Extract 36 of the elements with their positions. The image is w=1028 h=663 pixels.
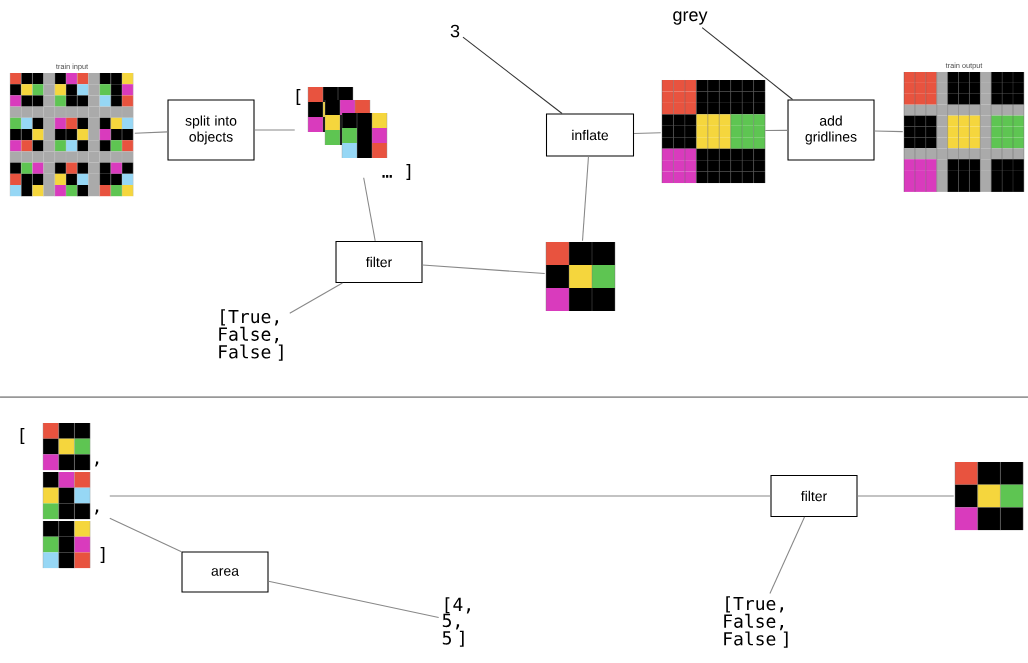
list-text: [True, False, False ] — [219, 309, 283, 361]
connector-line — [109, 517, 182, 553]
connector-line — [268, 580, 440, 618]
connector-line — [857, 495, 955, 497]
grid-drawing — [954, 461, 1024, 531]
connector-line — [633, 132, 662, 135]
bracket: [ — [296, 88, 301, 106]
process-box: split into objects — [167, 99, 255, 161]
connector-line — [764, 129, 788, 132]
parameter-text: grey — [673, 11, 708, 25]
connector-line — [363, 177, 376, 242]
process-box: inflate — [545, 113, 635, 157]
process-box: area — [181, 551, 269, 593]
connector-line — [581, 156, 589, 242]
connector-line — [422, 264, 546, 275]
bracket: ] — [100, 546, 105, 564]
connector-line — [874, 130, 904, 133]
process-box: filter — [770, 474, 858, 518]
connector-line — [109, 495, 771, 497]
list-text: [True, False, False ] — [724, 596, 788, 648]
bracket: … ] — [382, 163, 411, 181]
connector-line — [134, 131, 168, 134]
list-text: [4, 5, 5 ] — [442, 597, 470, 647]
grid-drawing — [661, 79, 766, 184]
process-box: add gridlines — [787, 99, 875, 161]
bracket: , — [95, 509, 99, 515]
connector-line — [701, 27, 794, 100]
process-box: filter — [335, 240, 423, 284]
grid-drawing — [545, 241, 616, 312]
connector-line — [462, 36, 563, 114]
connector-line — [254, 129, 296, 131]
bracket: , — [95, 461, 99, 467]
connector-line — [769, 516, 806, 594]
parameter-text: 3 — [450, 24, 460, 38]
bracket: [ — [20, 427, 25, 445]
connector-line — [289, 282, 343, 314]
